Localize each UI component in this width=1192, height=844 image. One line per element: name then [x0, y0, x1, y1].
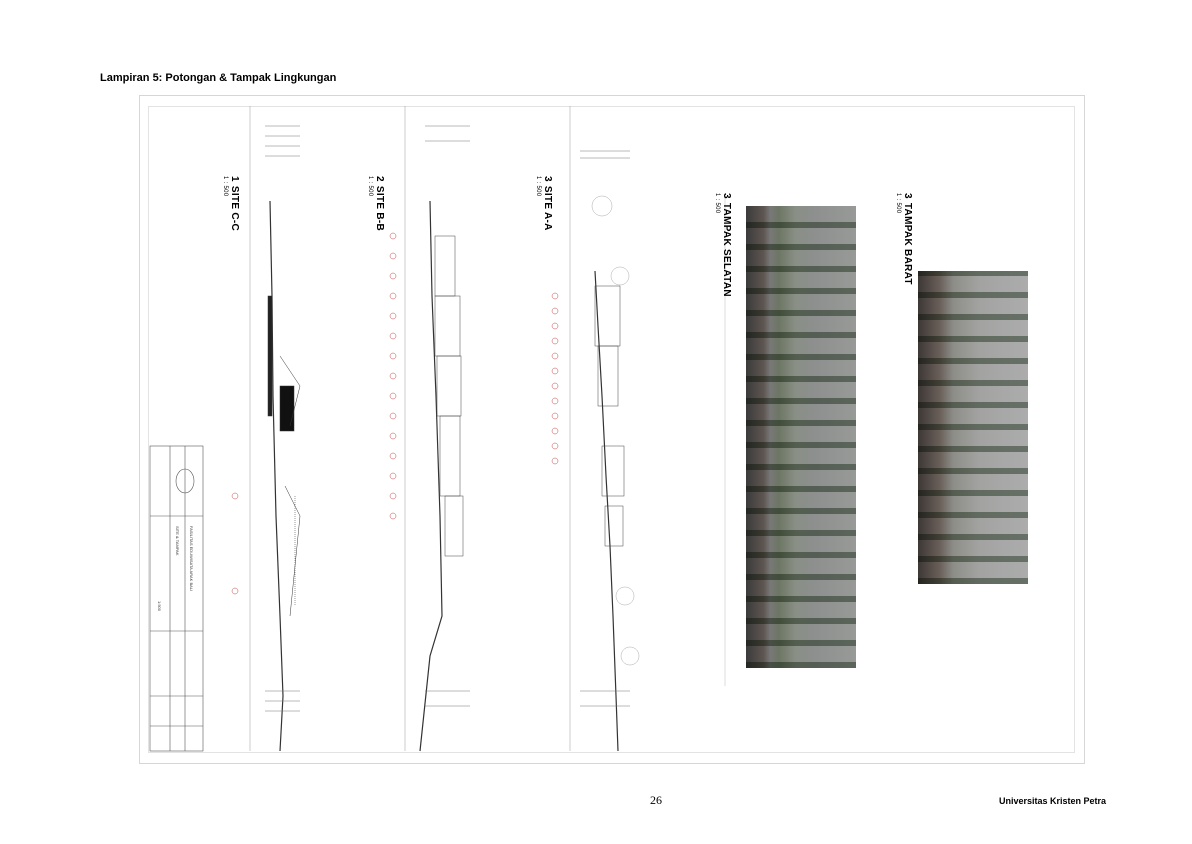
institution-footer: Universitas Kristen Petra: [999, 796, 1107, 806]
section-drawings: [149, 106, 726, 752]
appendix-caption: Lampiran 5: Potongan & Tampak Lingkungan: [100, 72, 337, 84]
title-block-sheet-title: SITE & TAMPAK: [175, 526, 180, 556]
sheet-inner-border: [148, 106, 1075, 753]
section-a-a: [551, 106, 640, 752]
title-block: [149, 445, 204, 752]
drawing-sheet: 1SITE C-C 1 : 500 2SITE B-B 1 : 500 3SIT…: [139, 95, 1085, 764]
render-tampak-barat: [918, 271, 1028, 584]
view-title-site-c-c: 1SITE C-C 1 : 500: [222, 176, 240, 232]
page-number: 26: [650, 793, 662, 807]
section-c-c: [231, 106, 301, 752]
section-b-b: [389, 106, 470, 752]
view-title-tampak-barat: 3TAMPAK BARAT 1 : 500: [895, 193, 913, 285]
view-title-site-a-a: 3SITE A-A 1 : 500: [535, 176, 553, 231]
title-block-scale: 1:500: [157, 601, 162, 612]
view-title-tampak-selatan: 3TAMPAK SELATAN 1 : 500: [714, 193, 732, 297]
view-title-site-b-b: 2SITE B-B 1 : 500: [367, 176, 385, 232]
title-block-project: FASILITAS EDUWISATA ARAK BALI: [189, 526, 194, 592]
render-tampak-selatan: [746, 206, 856, 668]
